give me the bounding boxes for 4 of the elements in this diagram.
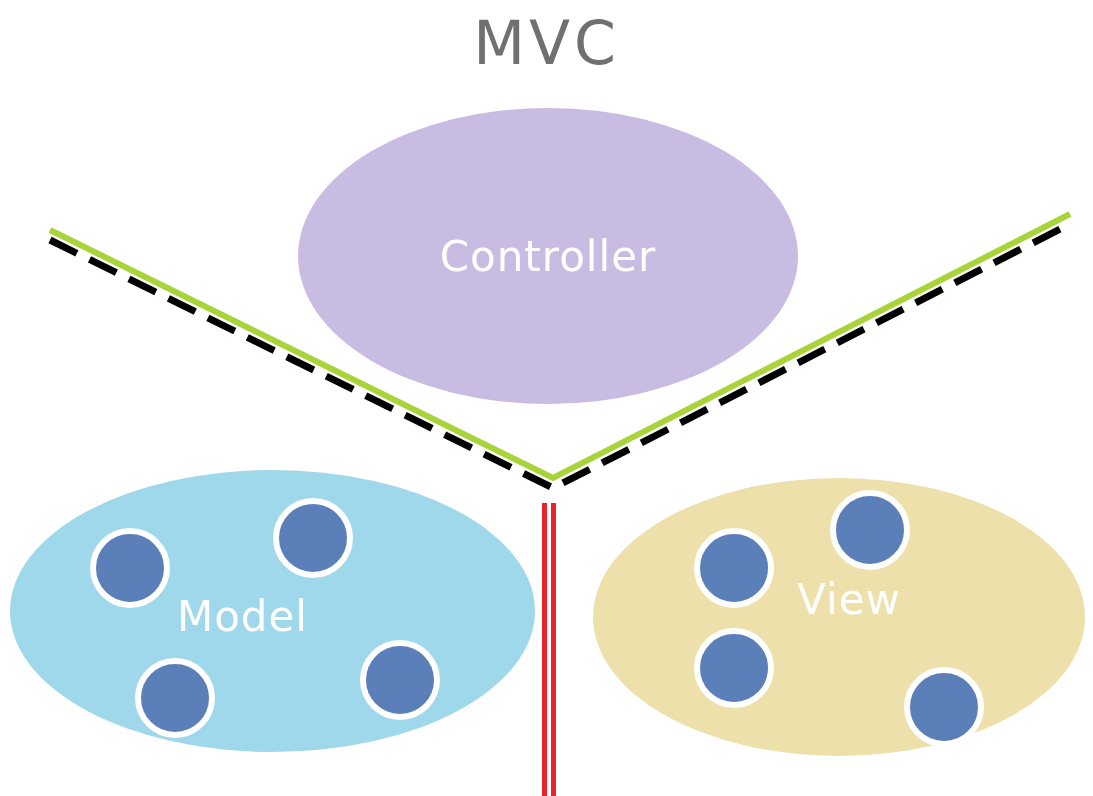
title: MVC [473,8,620,78]
node-label: View [797,574,901,624]
node-label: Controller [439,231,657,281]
node-label: Model [176,591,309,641]
